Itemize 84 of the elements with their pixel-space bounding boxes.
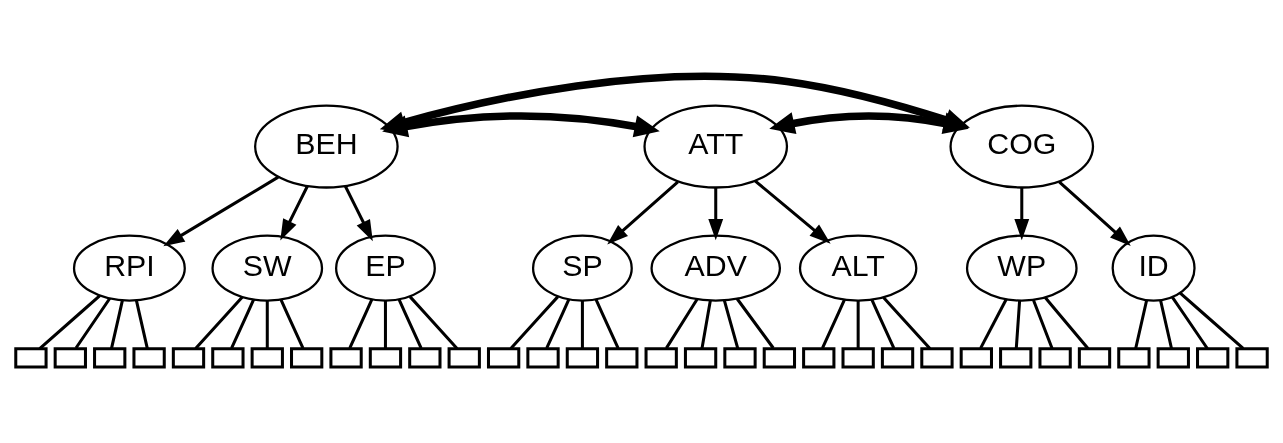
connector xyxy=(1179,291,1245,350)
connector xyxy=(230,298,256,349)
connector xyxy=(408,295,459,350)
connector xyxy=(722,300,740,349)
connector xyxy=(700,300,712,349)
arrow xyxy=(344,185,373,242)
node-box xyxy=(1117,347,1151,369)
node-ellipse: COG xyxy=(949,104,1095,189)
connector xyxy=(348,298,374,349)
connector xyxy=(856,300,860,349)
node-ellipse: ADV xyxy=(650,234,782,302)
node-box xyxy=(171,347,206,369)
node-ellipse: WP xyxy=(965,234,1078,302)
arrow xyxy=(754,179,831,244)
node-box xyxy=(1038,347,1072,369)
node-box xyxy=(1156,347,1190,369)
connector xyxy=(882,296,931,350)
node-box xyxy=(368,347,403,369)
connector xyxy=(194,296,244,350)
connector xyxy=(545,298,571,349)
node-ellipse: SP xyxy=(531,234,633,302)
node-box xyxy=(486,347,521,369)
node-box xyxy=(1235,347,1269,369)
connector xyxy=(979,298,1008,349)
connector xyxy=(509,295,560,350)
connector xyxy=(383,300,387,349)
node-box xyxy=(1077,347,1112,369)
node-box xyxy=(605,347,639,369)
connector xyxy=(870,298,896,349)
node-box xyxy=(1196,347,1230,369)
connector xyxy=(594,298,620,349)
node-ellipse: BEH xyxy=(254,104,399,189)
node-box xyxy=(53,347,87,369)
connector xyxy=(1014,300,1022,349)
connector xyxy=(110,300,124,349)
connector xyxy=(38,294,101,350)
connector xyxy=(74,297,111,349)
arrow xyxy=(1058,180,1131,247)
node-box xyxy=(920,347,954,369)
connector xyxy=(665,298,699,349)
node-box xyxy=(802,347,836,369)
node-ellipse: ID xyxy=(1111,234,1196,302)
connector xyxy=(735,297,775,349)
node-ellipse: SW xyxy=(211,234,324,302)
node-box xyxy=(565,347,600,369)
node-box xyxy=(723,347,757,369)
node-box xyxy=(132,347,166,369)
arrow xyxy=(280,185,309,241)
node-box xyxy=(93,347,127,369)
connector xyxy=(1044,296,1090,350)
connector xyxy=(1032,299,1054,349)
connector xyxy=(1134,299,1149,349)
node-box xyxy=(880,347,915,369)
connector xyxy=(1171,296,1209,350)
node-box xyxy=(290,347,324,369)
node-ellipse: RPI xyxy=(72,234,186,302)
node-box xyxy=(408,347,442,369)
arrow xyxy=(708,187,724,241)
node-ellipse: ATT xyxy=(643,104,789,189)
node-box xyxy=(447,347,481,369)
connector xyxy=(265,300,269,349)
node-box xyxy=(959,347,993,369)
node-box xyxy=(999,347,1033,369)
node-box xyxy=(683,347,718,369)
node-ellipse: ALT xyxy=(798,234,918,302)
node-box xyxy=(329,347,363,369)
connector xyxy=(580,300,584,349)
node-box xyxy=(526,347,560,369)
node-ellipse: EP xyxy=(335,234,436,302)
connector xyxy=(821,298,846,349)
arrow xyxy=(769,112,969,135)
node-box xyxy=(211,347,245,369)
node-box xyxy=(841,347,875,369)
connector xyxy=(397,298,423,349)
node-box xyxy=(644,347,678,369)
node-box xyxy=(14,347,48,369)
arrow xyxy=(607,180,679,245)
connector xyxy=(1159,299,1173,349)
arrow xyxy=(163,175,279,247)
connector xyxy=(134,300,149,349)
arrow xyxy=(1014,187,1030,241)
connector xyxy=(279,298,305,349)
node-box xyxy=(250,347,284,369)
node-box xyxy=(762,347,797,369)
